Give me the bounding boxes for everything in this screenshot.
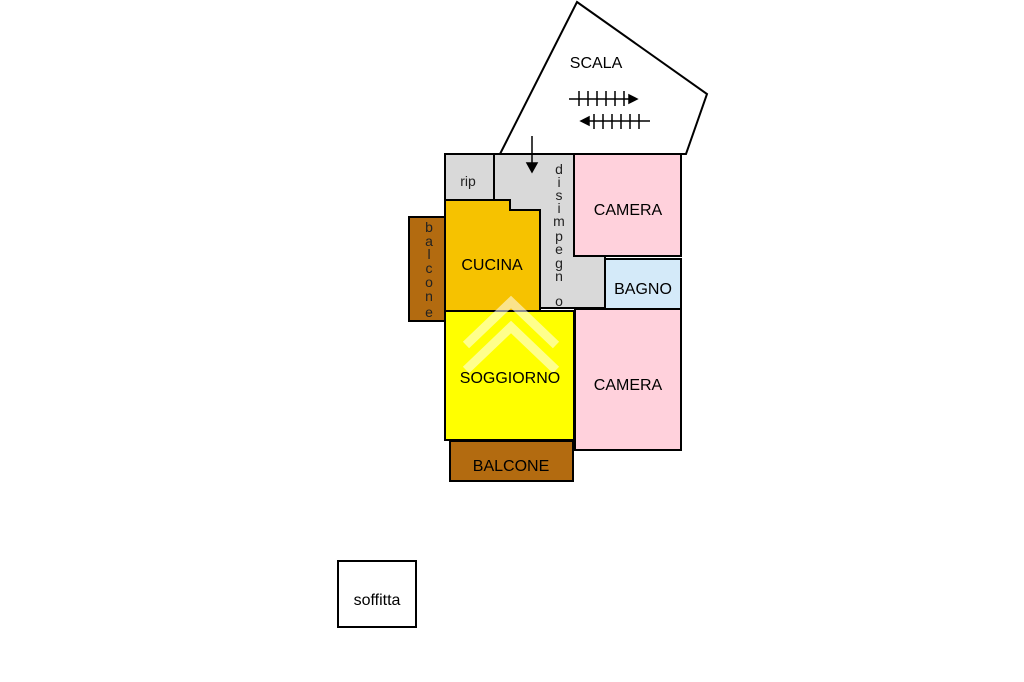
label-disimpegno: d i s i m p e g n o — [553, 161, 565, 309]
stairs-arrows-icon — [569, 91, 650, 129]
svg-text:i: i — [557, 200, 560, 216]
label-rip: rip — [460, 173, 476, 189]
svg-text:s: s — [556, 187, 563, 203]
label-scala: SCALA — [570, 55, 623, 72]
svg-text:e: e — [555, 241, 563, 257]
svg-text:g: g — [555, 255, 563, 271]
room-camera-top — [573, 153, 682, 257]
label-soggiorno: SOGGIORNO — [460, 370, 560, 387]
room-bagno — [604, 258, 682, 310]
svg-text:m: m — [553, 213, 565, 229]
svg-text:p: p — [555, 228, 563, 244]
svg-text:n: n — [425, 288, 433, 304]
svg-text:i: i — [557, 174, 560, 190]
label-bagno: BAGNO — [614, 281, 672, 298]
label-soffitta: soffitta — [354, 592, 401, 609]
svg-text:b: b — [425, 219, 433, 235]
svg-text:n: n — [555, 268, 563, 284]
room-camera-bottom — [574, 308, 682, 451]
svg-text:l: l — [427, 246, 430, 262]
svg-text:d: d — [555, 161, 563, 177]
svg-text:o: o — [425, 274, 433, 290]
entrance-arrow-icon — [525, 136, 539, 174]
room-scala — [498, 0, 709, 155]
svg-text:e: e — [425, 304, 433, 320]
label-camera-top: CAMERA — [594, 202, 663, 219]
label-cucina: CUCINA — [461, 257, 523, 274]
svg-text:c: c — [426, 260, 433, 276]
room-balcone-side — [408, 216, 446, 322]
room-balcone-bottom — [449, 440, 574, 482]
label-camera-bottom: CAMERA — [594, 377, 663, 394]
svg-text:a: a — [425, 233, 433, 249]
room-soffitta — [337, 560, 417, 628]
label-balcone-side: b a l c o n e — [425, 219, 433, 320]
svg-text:o: o — [555, 293, 563, 309]
label-balcone-bottom: BALCONE — [473, 458, 549, 475]
house-watermark-icon — [462, 295, 560, 374]
